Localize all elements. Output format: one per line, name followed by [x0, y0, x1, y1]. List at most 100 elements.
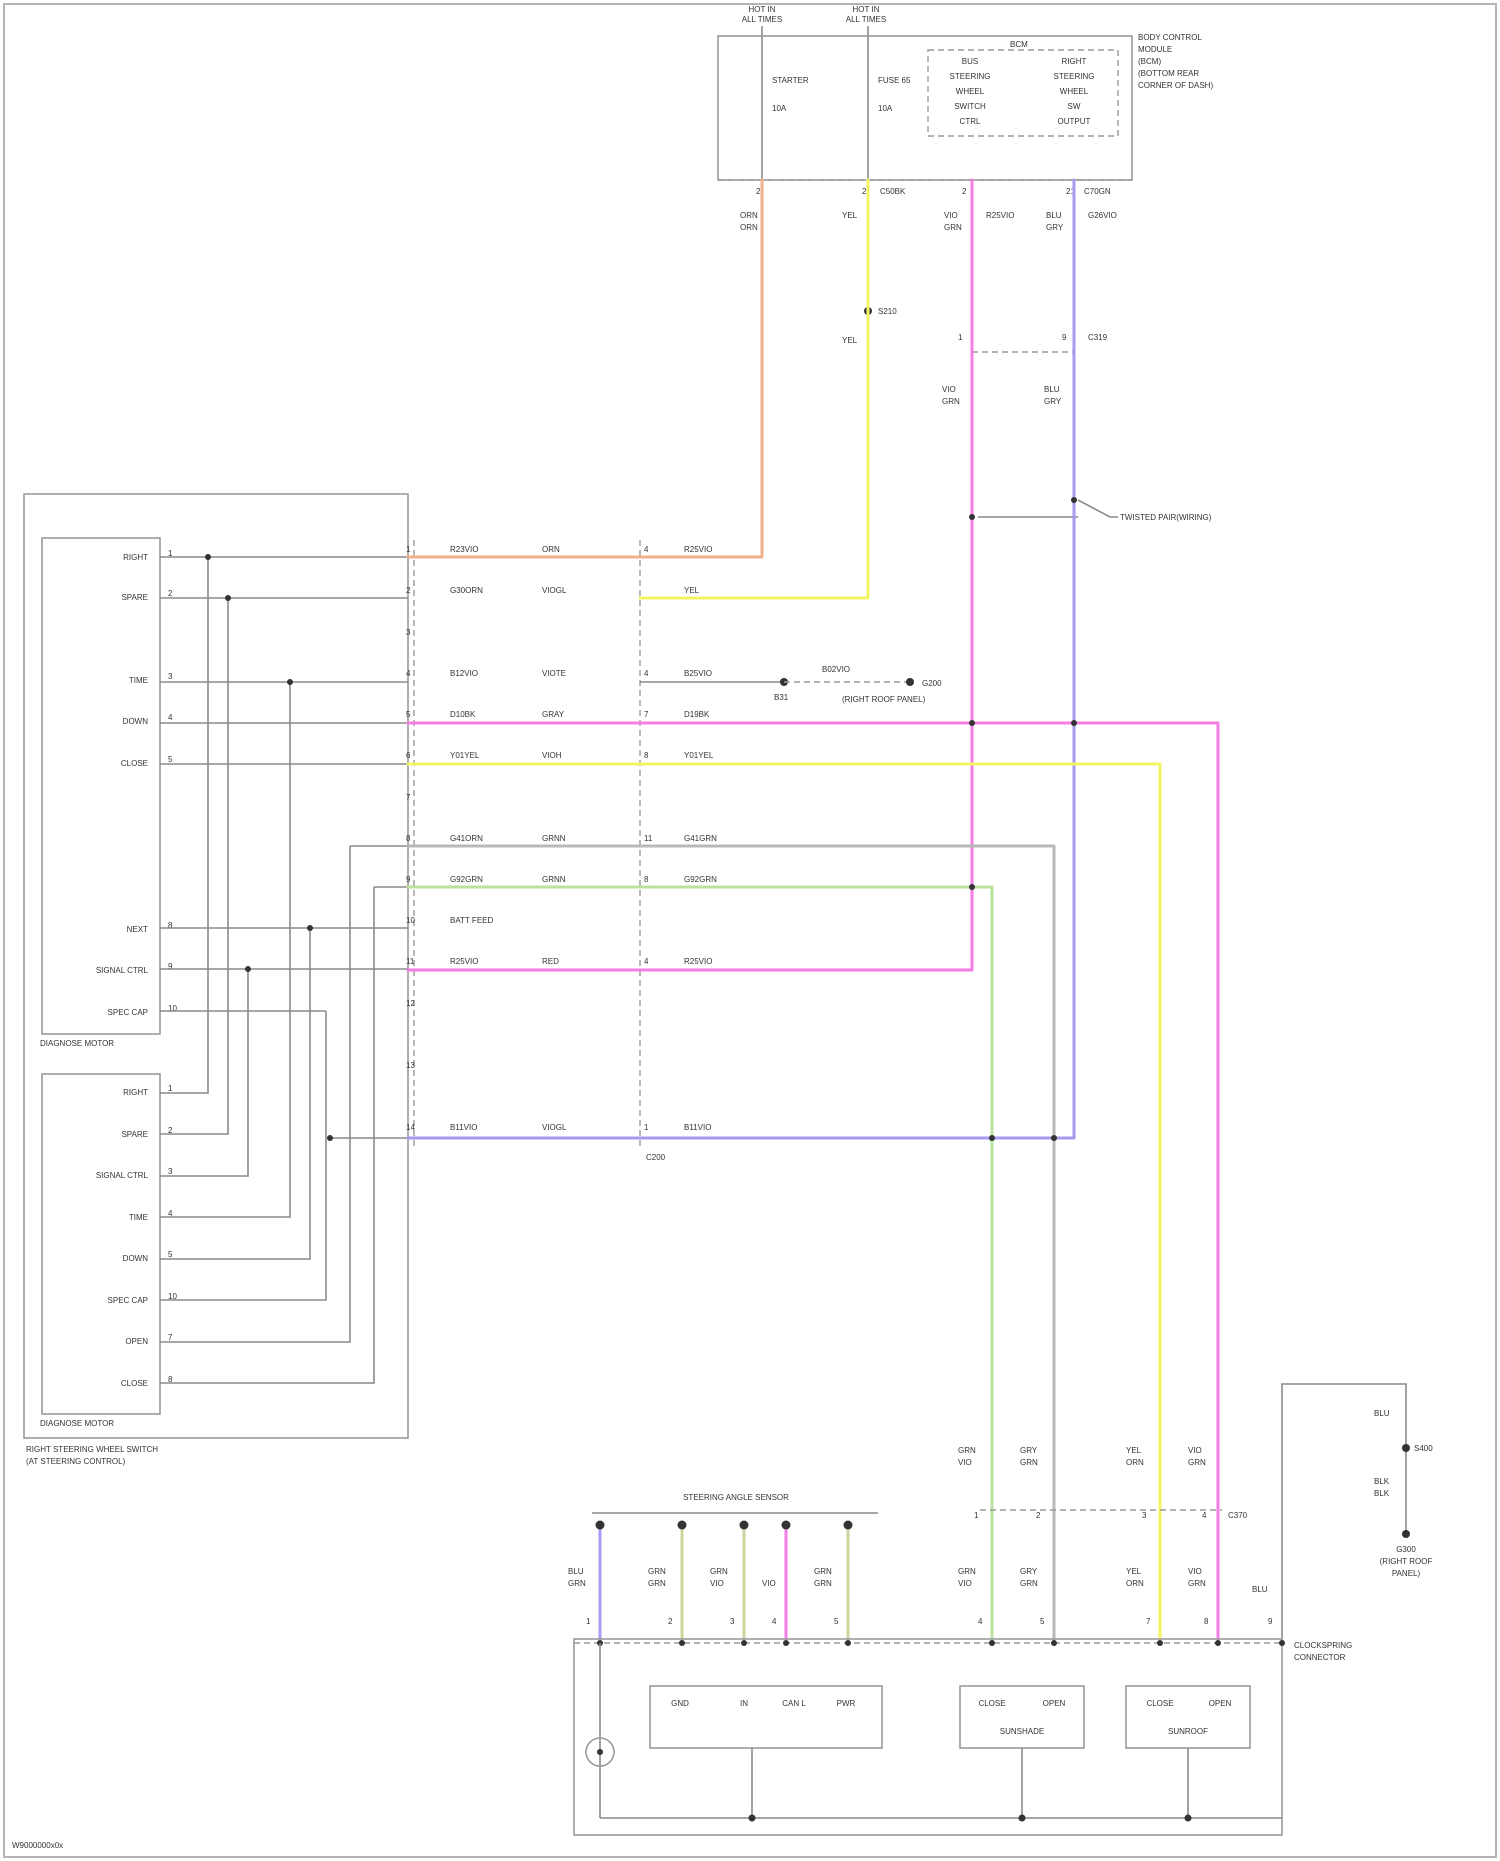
svg-text:8: 8 — [406, 834, 411, 843]
svg-text:10: 10 — [406, 916, 415, 925]
bcm-right-fuse: FUSE 65 10A — [878, 76, 911, 113]
pair-connector-label: C370 — [1228, 1511, 1248, 1520]
svg-text:5: 5 — [406, 710, 411, 719]
svg-text:GRN: GRN — [1020, 1458, 1038, 1467]
svg-text:VIO: VIO — [710, 1579, 724, 1588]
svg-text:VIO: VIO — [958, 1579, 972, 1588]
sunroof-close: CLOSE — [1146, 1699, 1173, 1708]
svg-text:10A: 10A — [772, 104, 787, 113]
harness-row: 2 G30ORN VIOGL YEL — [406, 586, 700, 595]
top-wire-labels: ORN ORN YEL VIO GRN R25VIO BLU GRY G26VI… — [740, 211, 1117, 232]
svg-text:WHEEL: WHEEL — [956, 87, 985, 96]
svg-text:8: 8 — [644, 751, 649, 760]
svg-text:GRN: GRN — [944, 223, 962, 232]
switch-row-label: CLOSE — [121, 759, 148, 768]
pair-connector-pins: 1 2 3 4 — [974, 1511, 1207, 1520]
svg-text:B12VIO: B12VIO — [450, 669, 478, 678]
svg-text:GRN: GRN — [814, 1579, 832, 1588]
clockspring-sublabel: CONNECTOR — [1294, 1653, 1346, 1662]
svg-text:BLU: BLU — [1044, 385, 1060, 394]
bcm-block-right: RIGHT STEERING WHEEL SW OUTPUT — [1054, 57, 1095, 126]
lower-switch-module — [42, 1074, 160, 1414]
svg-text:GND: GND — [671, 1699, 689, 1708]
svg-text:4: 4 — [978, 1617, 983, 1626]
svg-text:GRN: GRN — [958, 1567, 976, 1576]
svg-text:8: 8 — [644, 875, 649, 884]
svg-text:10A: 10A — [878, 104, 893, 113]
svg-text:(RIGHT ROOF: (RIGHT ROOF — [1380, 1557, 1433, 1566]
svg-text:G41ORN: G41ORN — [450, 834, 483, 843]
svg-text:RIGHT: RIGHT — [1062, 57, 1087, 66]
svg-text:2: 2 — [668, 1617, 673, 1626]
sunshade-close: CLOSE — [978, 1699, 1005, 1708]
harness-rows: 1 R23VIO ORN 4 R25VIO 2 G30ORN VIOGL YEL… — [406, 545, 717, 1132]
lower-module-label: DIAGNOSE MOTOR — [40, 1419, 114, 1428]
svg-text:R25VIO: R25VIO — [684, 545, 712, 554]
svg-text:GRN: GRN — [648, 1579, 666, 1588]
right-ground-wire-b1: BLK — [1374, 1477, 1390, 1486]
clockspring-label: CLOCKSPRING — [1294, 1641, 1352, 1650]
switch-row-label: RIGHT — [123, 1088, 148, 1097]
svg-text:ORN: ORN — [542, 545, 560, 554]
svg-text:STEERING: STEERING — [950, 72, 991, 81]
switch-row-label: SPEC CAP — [108, 1008, 148, 1017]
svg-text:VIO: VIO — [942, 385, 956, 394]
steering-sensor-box-labels: GND IN CAN L PWR — [671, 1699, 855, 1708]
svg-text:VIO: VIO — [1188, 1567, 1202, 1576]
svg-text:FUSE 65: FUSE 65 — [878, 76, 911, 85]
pink-wire-down — [408, 723, 1218, 1639]
svg-text:D10BK: D10BK — [450, 710, 476, 719]
bcm-title: BODY CONTROL MODULE (BCM) (BOTTOM REAR C… — [1138, 33, 1213, 90]
lower-wire-labels: VIO GRN BLU GRY — [942, 385, 1062, 406]
right-ground-wire-b2: BLK — [1374, 1489, 1390, 1498]
internal-links — [160, 554, 408, 1383]
svg-text:GRN: GRN — [942, 397, 960, 406]
svg-text:SW: SW — [1068, 102, 1081, 111]
switch-row-label: DOWN — [123, 1254, 149, 1263]
switch-row-label: SPARE — [121, 1130, 148, 1139]
svg-text:2: 2 — [406, 586, 411, 595]
switch-row-pin: 3 — [168, 672, 173, 681]
harness-row: 12 — [406, 999, 415, 1008]
svg-text:G41GRN: G41GRN — [684, 834, 717, 843]
svg-text:VIOGL: VIOGL — [542, 1123, 567, 1132]
bcm-left-fuse: STARTER 10A — [772, 76, 809, 113]
svg-text:3: 3 — [730, 1617, 735, 1626]
switch-row-pin: 5 — [168, 755, 173, 764]
violet-wire-bcm — [408, 180, 1074, 1138]
svg-text:4: 4 — [406, 669, 411, 678]
steering-sensor-dots — [596, 1521, 853, 1530]
switch-assembly-label: RIGHT STEERING WHEEL SWITCH — [26, 1445, 158, 1454]
svg-text:OUTPUT: OUTPUT — [1058, 117, 1091, 126]
svg-text:R25VIO: R25VIO — [684, 957, 712, 966]
junction-dots — [969, 497, 1077, 1141]
pair-connector-bottom-labels: GRN VIO GRY GRN YEL ORN VIO GRN — [958, 1567, 1206, 1588]
lower-pin-dots — [597, 1640, 1285, 1646]
switch-row-pin: 2 — [168, 589, 173, 598]
right-ground-splice: S400 — [1414, 1444, 1433, 1453]
svg-text:1: 1 — [974, 1511, 979, 1520]
svg-text:ORN: ORN — [740, 223, 758, 232]
sunshade-open: OPEN — [1043, 1699, 1066, 1708]
yellow-wire-close — [408, 764, 1160, 1639]
switch-row-pin: 1 — [168, 1084, 173, 1093]
svg-text:IN: IN — [740, 1699, 748, 1708]
svg-text:1: 1 — [586, 1617, 591, 1626]
svg-text:6: 6 — [406, 751, 411, 760]
harness-row: 10 BATT FEED — [406, 916, 493, 925]
harness-row: 5 D10BK GRAY 7 D19BK — [406, 710, 710, 719]
sunroof-block — [1126, 1686, 1250, 1748]
steering-sensor-box — [650, 1686, 882, 1748]
switch-row-label: DOWN — [123, 717, 149, 726]
svg-text:9: 9 — [406, 875, 411, 884]
svg-text:1: 1 — [644, 1123, 649, 1132]
svg-text:YEL: YEL — [1126, 1567, 1142, 1576]
sensor-motor-center — [597, 1749, 603, 1755]
svg-text:Y01YEL: Y01YEL — [450, 751, 480, 760]
switch-row-label: SIGNAL CTRL — [96, 966, 149, 975]
switch-row-label: TIME — [129, 676, 148, 685]
green-wire — [408, 887, 992, 1639]
svg-text:BATT FEED: BATT FEED — [450, 916, 493, 925]
svg-text:7: 7 — [1146, 1617, 1151, 1626]
diagram-footer-id: W9000000x0x — [12, 1841, 63, 1850]
